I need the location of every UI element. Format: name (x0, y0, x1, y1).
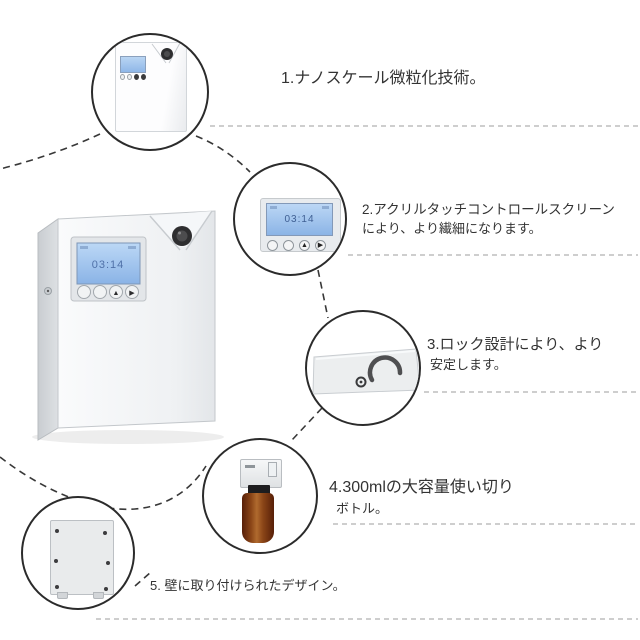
lcd-status-mark (128, 246, 136, 249)
lcd-screen-closeup: 03:14 (266, 203, 333, 236)
bottle-cap (248, 485, 270, 494)
nozzle-notch (150, 211, 212, 247)
mini-lcd-screen (120, 56, 146, 73)
side-hole (44, 287, 52, 295)
connector-circle1-circle2 (195, 135, 251, 173)
screw-hole (55, 529, 59, 533)
screw-hole (103, 531, 107, 535)
connector-circle3-circle4 (291, 407, 323, 441)
wall-mount-back-panel (50, 520, 114, 595)
up-arrow-icon: ▲ (113, 290, 120, 297)
mini-button (120, 74, 125, 80)
lcd-time-text: 03:14 (284, 214, 315, 225)
mini-button (141, 74, 146, 80)
lcd-status-mark (322, 206, 329, 209)
device-side-face (37, 218, 59, 441)
amber-bottle (242, 493, 274, 543)
lcd-screen (76, 242, 141, 285)
nozzle-notch-lines (149, 210, 213, 251)
top-panel-highlight (315, 350, 416, 360)
handle-arc (367, 355, 403, 383)
callout-circle-4 (202, 438, 318, 554)
device-foot (93, 592, 104, 599)
pump-vent (245, 465, 255, 468)
connector-circle2-circle3 (317, 269, 329, 319)
lcd-time-text: 03:14 (92, 259, 125, 271)
feature-caption-2-line2: により、より繊細になります。 (362, 221, 542, 236)
button-enter[interactable] (283, 240, 294, 251)
screw-hole (106, 561, 110, 565)
lock-top-view (312, 348, 419, 395)
button-next[interactable]: ▶ (315, 240, 326, 251)
mini-nozzle-area (151, 43, 181, 64)
atomizer-pump-head (240, 459, 282, 488)
feature-caption-2-line1: 2.アクリルタッチコントロールスクリーン (362, 202, 615, 217)
lock-keyhole-icon[interactable] (355, 376, 367, 388)
feature-caption-3-line2: 安定します。 (430, 357, 507, 372)
mini-control-buttons (120, 74, 146, 80)
spray-nozzle (172, 226, 192, 246)
side-hole-inner (46, 289, 50, 293)
button-up[interactable] (109, 285, 123, 299)
callout-circle-1 (91, 33, 209, 151)
lcd-status-mark (80, 246, 88, 249)
screw-hole (104, 587, 108, 591)
touch-control-panel: 03:14 ▲ ▶ (260, 198, 341, 252)
lcd-status-mark (270, 206, 277, 209)
connector-circle5-caption (134, 571, 152, 587)
device-foot (57, 592, 68, 599)
feature-caption-1: 1.ナノスケール微粒化技術。 (281, 70, 486, 87)
button-set[interactable] (267, 240, 278, 251)
mini-button (127, 74, 132, 80)
mini-button (134, 74, 139, 80)
feature-caption-4-line2: ボトル。 (336, 501, 389, 516)
callout-circle-3 (305, 310, 421, 426)
control-buttons-closeup: ▲ ▶ (267, 240, 335, 251)
screw-hole (55, 585, 59, 589)
control-panel (70, 236, 147, 302)
button-next[interactable] (125, 285, 139, 299)
spray-nozzle-inner (176, 230, 188, 242)
control-buttons[interactable]: ▲ ▶ (77, 285, 139, 299)
play-arrow-icon: ▶ (129, 290, 135, 297)
device-shadow (32, 430, 224, 444)
nozzle-highlight (178, 231, 181, 235)
feature-caption-4-line1: 4.300mlの大容量使い切り (329, 479, 514, 496)
feature-caption-5: 5. 壁に取り付けられたデザイン。 (150, 578, 346, 593)
pump-window (268, 462, 277, 477)
feature-caption-3-line1: 3.ロック設計により、より (427, 336, 604, 353)
button-set[interactable] (77, 285, 91, 299)
callout-circle-2: 03:14 ▲ ▶ (233, 162, 347, 276)
device-front-face (57, 210, 216, 429)
button-enter[interactable] (93, 285, 107, 299)
button-up[interactable]: ▲ (299, 240, 310, 251)
lock-keyhole-center (359, 380, 363, 384)
connector-circle1-left (0, 133, 101, 170)
screw-hole (54, 559, 58, 563)
callout-circle-5 (21, 496, 135, 610)
mini-device-front (115, 42, 187, 132)
